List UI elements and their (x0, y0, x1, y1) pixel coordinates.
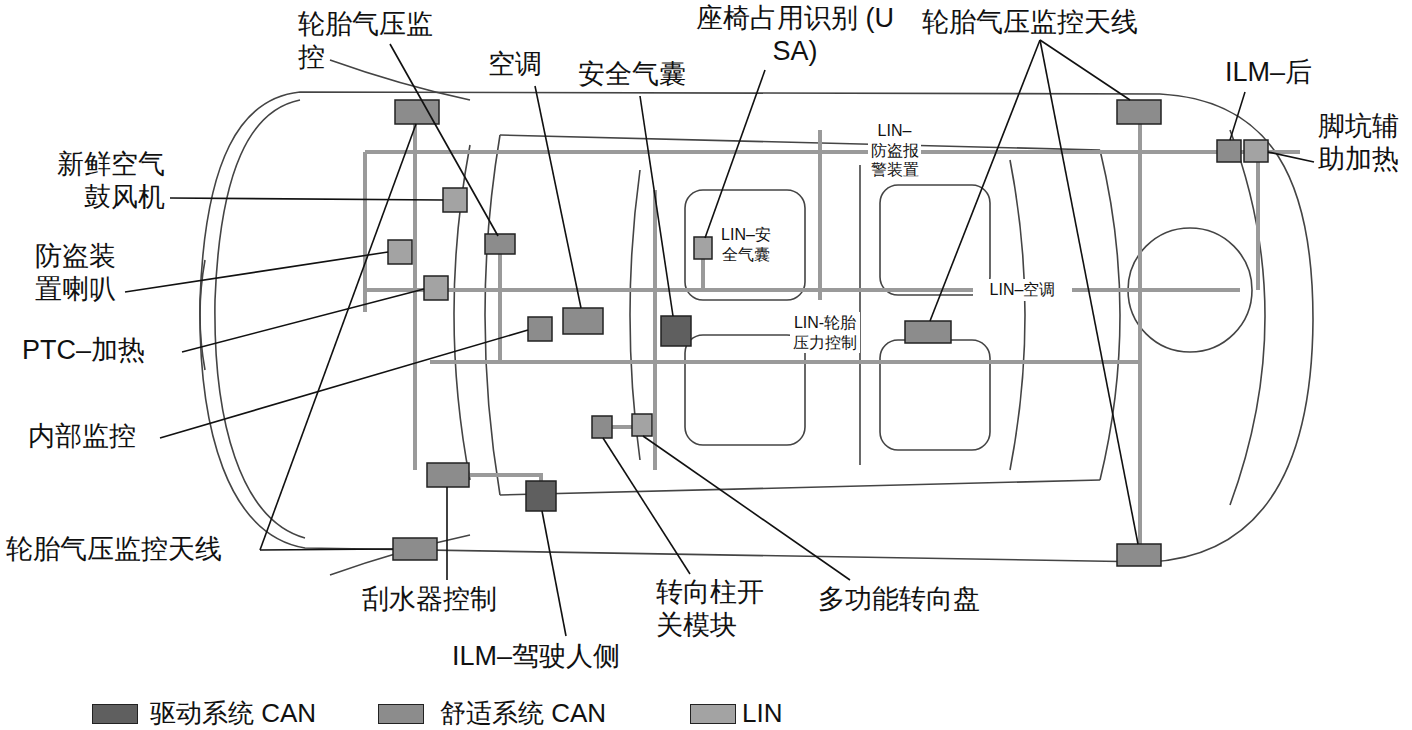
component-label: 安全气囊 (578, 58, 708, 91)
bus-label: LIN–防盗报警装置 (868, 120, 921, 181)
legend-swatch (92, 704, 138, 724)
component-label: 座椅占用识别 (USA) (695, 2, 895, 68)
legend-text: LIN (742, 698, 782, 728)
component-label: 轮胎气压监控天线 (6, 533, 258, 566)
component-label: 脚坑辅助加热 (1318, 110, 1404, 176)
bus-wires (365, 112, 1300, 545)
bus-label: LIN–安全气囊 (718, 224, 774, 265)
component-label: 防盗装置喇叭 (35, 240, 121, 306)
component-label: 轮胎气压监控天线 (922, 6, 1182, 39)
component-label: 多功能转向盘 (818, 583, 1018, 616)
legend-swatch (690, 704, 736, 724)
bus-label: LIN–空调 (973, 279, 1072, 301)
legend-swatch (378, 704, 424, 724)
component-label: ILM–后 (1225, 56, 1345, 89)
component-label: PTC–加热 (22, 334, 192, 367)
legend-text: 驱动系统 CAN (150, 698, 316, 728)
component-label: ILM–驾驶人侧 (452, 640, 672, 673)
component-label: 空调 (488, 48, 558, 81)
component-label: 转向柱开关模块 (656, 576, 768, 642)
leader-lines (125, 40, 1314, 636)
bus-label: LIN-轮胎压力控制 (790, 312, 860, 353)
car-outline (200, 60, 1313, 575)
legend-text: 舒适系统 CAN (440, 698, 606, 728)
component-label: 内部监控 (28, 420, 160, 453)
component-label: 刮水器控制 (362, 583, 522, 616)
component-label: 新鲜空气鼓风机 (50, 148, 165, 214)
component-label: 轮胎气压监控 (298, 8, 458, 74)
